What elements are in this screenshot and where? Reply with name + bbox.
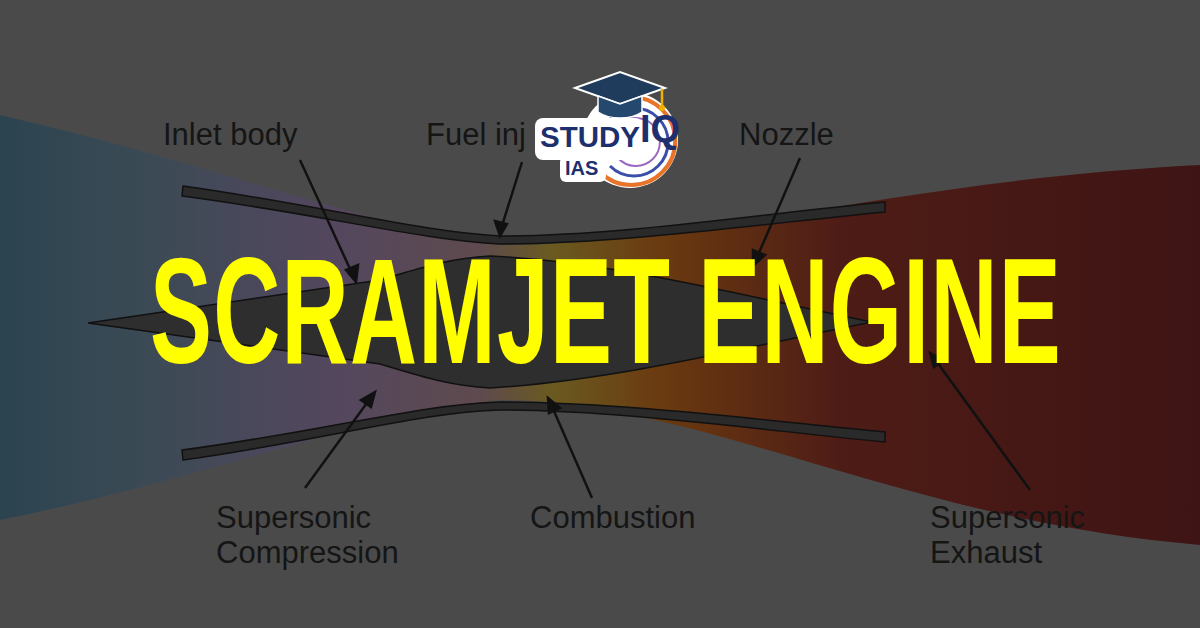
part-label: Inlet body <box>163 117 297 152</box>
logo-text: IAS <box>565 158 598 178</box>
arrowhead <box>361 392 375 407</box>
part-label: Fuel inj <box>426 117 526 152</box>
arrowhead <box>548 398 560 413</box>
lower-cowl <box>182 402 885 460</box>
logo-text: IQ <box>640 110 680 148</box>
leader-line <box>500 162 522 232</box>
title: SCRAMJET ENGINE <box>150 236 1062 386</box>
part-label: Combustion <box>530 500 695 535</box>
arrowhead <box>495 221 507 236</box>
flow-plume <box>0 115 1200 545</box>
leader-line <box>305 396 372 488</box>
leader-line <box>550 402 592 498</box>
part-label: Supersonic Exhaust <box>930 500 1130 570</box>
part-label: Supersonic Compression <box>216 500 446 570</box>
logo-text: STUDY <box>540 122 640 152</box>
part-label: Nozzle <box>739 117 834 152</box>
